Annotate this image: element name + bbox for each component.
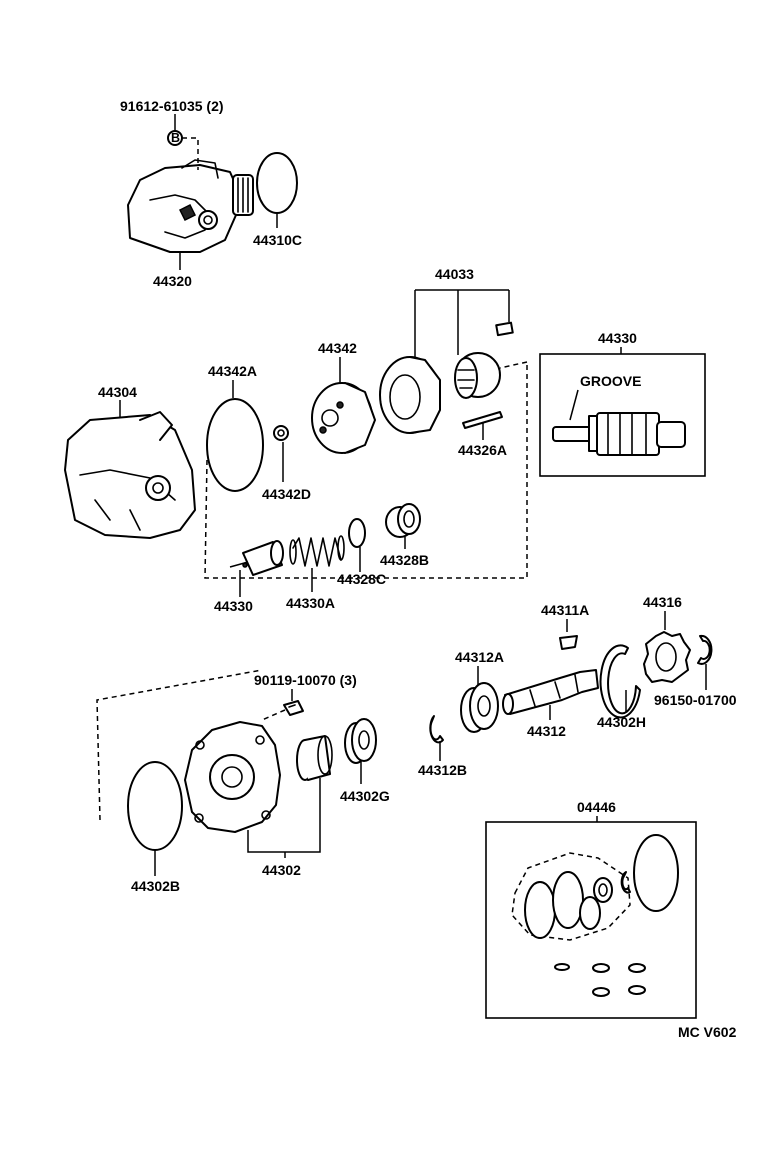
gasket-kit-04446-parts [511, 834, 679, 997]
label-44342D: 44342D [262, 486, 311, 502]
label-44033: 44033 [435, 266, 474, 282]
part-44310C-oring: 44310C [253, 152, 302, 248]
part-44328C-oring [348, 518, 366, 548]
label-44328C: 44328C [337, 571, 386, 587]
part-44342D-pin [273, 425, 289, 441]
label-96150-01700: 96150-01700 [654, 692, 737, 708]
label-44304: 44304 [98, 384, 137, 400]
part-44330-valve-detail [552, 412, 686, 456]
label-44302: 44302 [262, 862, 301, 878]
label-44312: 44312 [527, 723, 566, 739]
part-44311A-key [559, 635, 578, 650]
part-44312-shaft [502, 669, 599, 715]
part-44342-side-plate [311, 382, 376, 454]
part-44302-end-cover [184, 721, 281, 833]
label-91612-61035: 91612-61035 (2) [120, 98, 224, 114]
part-44033-cam-ring [379, 356, 441, 434]
reference-code: MC V602 [678, 1024, 737, 1040]
part-44342A-oring [206, 398, 264, 492]
part-44302H-snap-ring [599, 644, 641, 719]
label-44311A: 44311A [541, 602, 589, 618]
label-44302G: 44302G [340, 788, 390, 804]
part-96150-01700-snap-ring [697, 634, 713, 665]
label-44330A: 44330A [286, 595, 335, 611]
label-44326A: 44326A [458, 442, 507, 458]
part-44326A-pin [462, 411, 503, 429]
label-44330-box: 44330 [598, 330, 637, 346]
part-44330-flow-valve [229, 540, 284, 576]
valve-detail-box [539, 353, 706, 477]
part-44033-vane [495, 321, 514, 337]
label-44320: 44320 [153, 273, 192, 289]
part-44302B-oring [127, 761, 183, 851]
label-44302H: 44302H [597, 714, 646, 730]
part-44312B-snap-ring [429, 715, 444, 744]
label-44302B: 44302B [131, 878, 180, 894]
part-44328B-fitting [385, 503, 421, 538]
part-44304-housing [64, 411, 196, 539]
part-44302-bushing [296, 735, 333, 781]
label-b: B [171, 131, 180, 145]
bolt-90119-10070 [283, 700, 304, 716]
part-44316-gear [643, 631, 691, 683]
label-44328B: 44328B [380, 552, 429, 568]
label-44312B: 44312B [418, 762, 467, 778]
part-44033-rotor [454, 352, 501, 399]
part-44320-pump-assembly [127, 159, 254, 253]
part-44330A-spring [289, 535, 345, 567]
label-44342A: 44342A [208, 363, 257, 379]
label-groove: GROOVE [580, 373, 641, 389]
label-90119-10070: 90119-10070 (3) [254, 672, 357, 688]
label-44330: 44330 [214, 598, 253, 614]
label-44310C: 44310C [253, 232, 302, 248]
part-44312A-bearing [460, 682, 499, 733]
label-44316: 44316 [643, 594, 682, 610]
part-44302G-bearing [344, 718, 377, 764]
gasket-kit-box [485, 821, 697, 1019]
label-04446: 04446 [577, 799, 616, 815]
label-44342: 44342 [318, 340, 357, 356]
label-44312A: 44312A [455, 649, 504, 665]
bolt-91612-61035: 91612-61035 (2) B [120, 98, 224, 170]
